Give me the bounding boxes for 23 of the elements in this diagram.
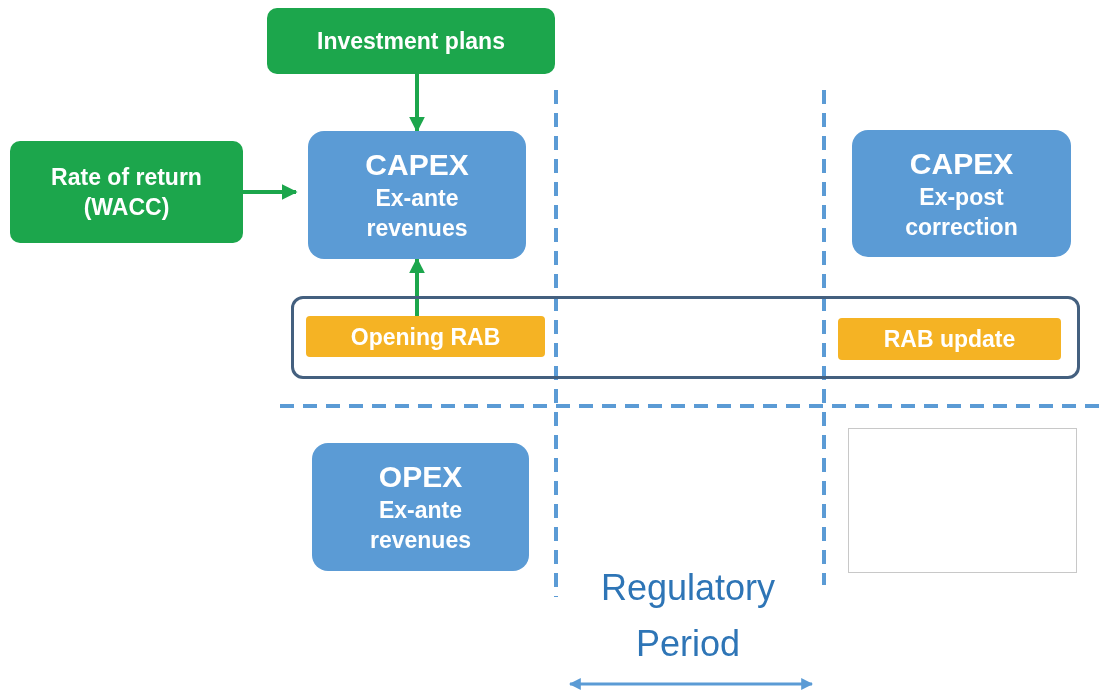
box-text: Rate of return (WACC) [50, 163, 203, 222]
box-heading: OPEX [378, 459, 463, 495]
input-box [267, 8, 555, 74]
box-text: Ex-post correction [904, 182, 1019, 242]
arrow [243, 184, 298, 200]
box-text: Opening RAB [350, 322, 501, 352]
rab-band [291, 296, 1080, 379]
cost-box [308, 131, 526, 259]
box-text: Investment plans [317, 27, 505, 56]
empty-box [848, 428, 1077, 573]
rab-box [838, 318, 1061, 360]
box-text: RAB update [883, 325, 1016, 354]
box-heading: CAPEX [909, 145, 1014, 182]
box-text: Ex-ante revenues [369, 496, 472, 555]
input-box [10, 141, 243, 243]
box-heading: CAPEX [365, 147, 469, 183]
cost-box [312, 443, 529, 571]
cost-box [852, 130, 1071, 257]
rab-box [306, 316, 545, 357]
arrow [409, 74, 425, 133]
period-label: Regulatory Period [599, 566, 777, 666]
box-text: Ex-ante revenues [365, 184, 469, 243]
arrow [409, 257, 425, 316]
